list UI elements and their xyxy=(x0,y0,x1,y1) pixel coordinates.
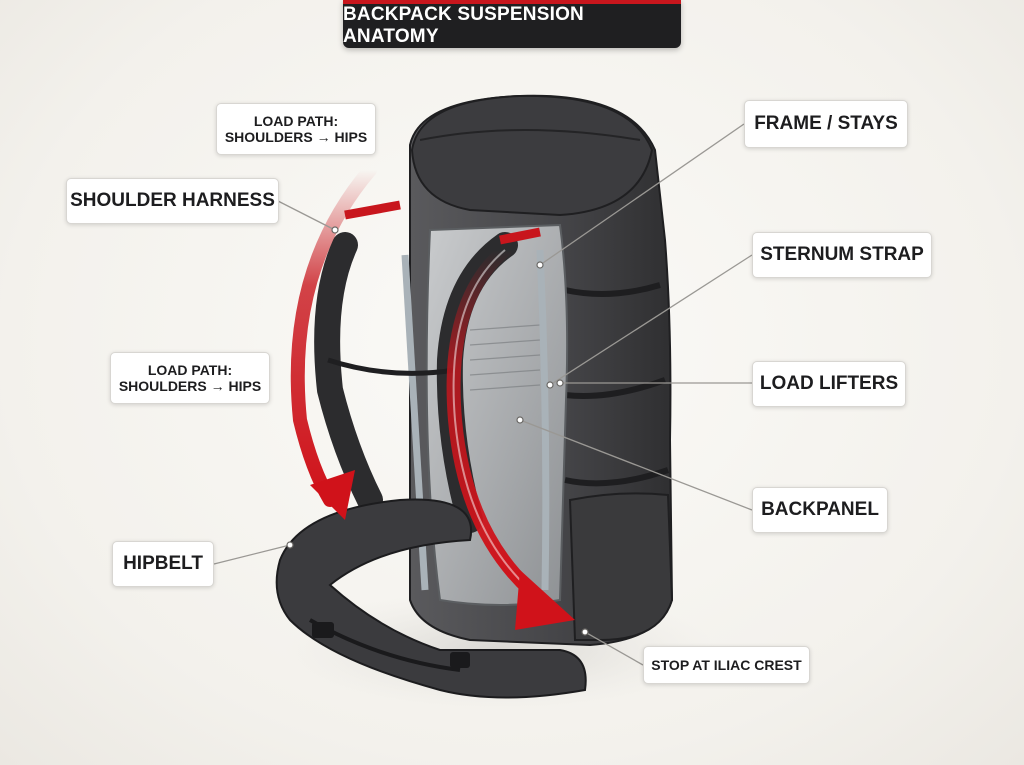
frame-stay-right xyxy=(536,249,550,591)
leader-stop-iliac xyxy=(584,631,644,666)
label-load-path-mid: LOAD PATH: SHOULDERS → HIPS xyxy=(110,352,270,404)
label-backpanel: BACKPANEL xyxy=(752,487,888,533)
side-mesh-pocket xyxy=(568,492,674,641)
leader-hipbelt xyxy=(213,544,291,565)
label-sternum-strap: STERNUM STRAP xyxy=(752,232,932,278)
label-stop-iliac: STOP AT ILIAC CREST xyxy=(643,646,810,684)
diagram-title: BACKPACK SUSPENSION ANATOMY xyxy=(343,0,681,48)
label-frame-stays: FRAME / STAYS xyxy=(744,100,908,148)
hipbelt-buckle xyxy=(312,622,334,638)
load-path-arrowhead-left xyxy=(310,470,355,520)
shoulder-strap-left xyxy=(314,232,383,513)
leader-backpanel xyxy=(519,419,753,511)
leader-shoulder-harness xyxy=(277,200,336,231)
label-load-lifters: LOAD LIFTERS xyxy=(752,361,906,407)
load-path-arrow-left xyxy=(290,163,377,507)
load-path-arrowhead-right xyxy=(515,570,575,630)
label-hipbelt: HIPBELT xyxy=(112,541,214,587)
top-lid xyxy=(410,94,654,217)
leader-sternum-strap xyxy=(549,254,753,386)
label-load-path-top: LOAD PATH: SHOULDERS → HIPS xyxy=(216,103,376,155)
leader-frame-stays xyxy=(539,123,745,266)
label-shoulder-harness: SHOULDER HARNESS xyxy=(66,178,279,224)
hipbelt-shape xyxy=(275,498,587,699)
sternum-strap-shape xyxy=(327,357,456,376)
